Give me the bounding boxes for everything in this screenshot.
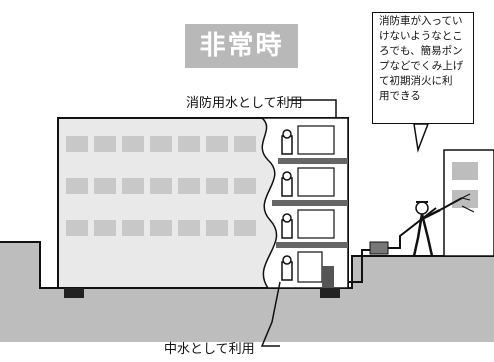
fire-water-label: 消防用水として利用 xyxy=(186,96,303,111)
pump-icon xyxy=(369,207,437,255)
callout-text: 消防車が入ってい けないようなとこ ろでも、簡易ポン プなどでくみ上げ て初期消… xyxy=(379,15,464,102)
callout-box xyxy=(372,12,474,124)
page-title: 非常時 xyxy=(199,31,284,61)
gray-water-label: 中水として利用 xyxy=(164,342,255,357)
building-windows xyxy=(66,136,256,236)
firefighter-figure xyxy=(412,193,471,257)
ground xyxy=(0,241,494,342)
title-background xyxy=(185,24,298,68)
water-tanks xyxy=(281,129,293,281)
leader-lines xyxy=(260,99,337,347)
callout-pointer xyxy=(413,123,430,153)
